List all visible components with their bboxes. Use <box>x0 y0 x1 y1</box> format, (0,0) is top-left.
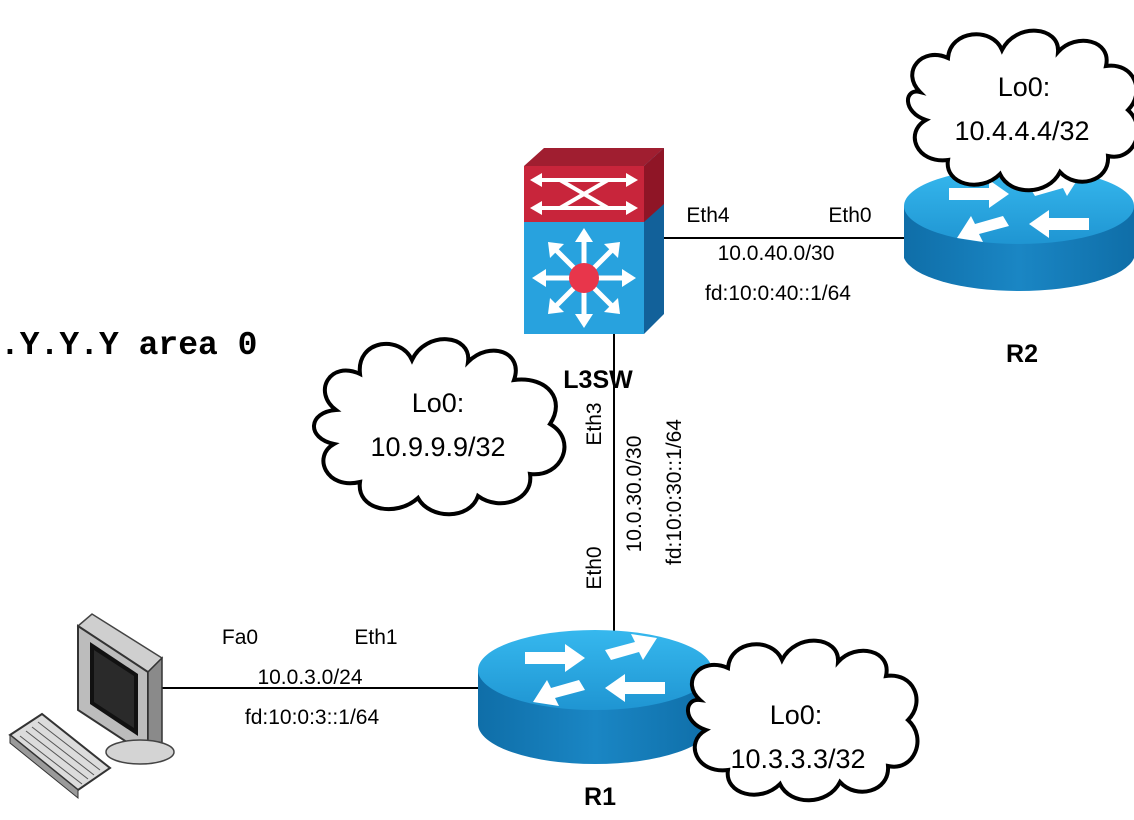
command-fragment: .Y.Y.Y area 0 <box>0 327 257 364</box>
pc-fa0-label: Fa0 <box>222 626 258 649</box>
r2-name: R2 <box>1006 340 1038 368</box>
cloud-icon-l3sw-loopback <box>312 337 567 517</box>
r1-loopback-ip: 10.3.3.3/32 <box>730 744 865 774</box>
cloud-icon-r1-loopback <box>686 638 920 803</box>
pc-icon <box>8 613 175 800</box>
l3sw-eth3-label: Eth3 <box>583 402 606 445</box>
l3sw-r1-ipv6: fd:10:0:30::1/64 <box>663 419 686 565</box>
pc-r1-ipv4: 10.0.3.0/24 <box>257 666 362 689</box>
r1-eth0-label: Eth0 <box>583 546 606 589</box>
r2-loopback-label: Lo0: <box>998 72 1051 102</box>
r1-eth1-label: Eth1 <box>354 626 397 649</box>
r1-name: R1 <box>584 783 616 811</box>
l3sw-loopback-label: Lo0: <box>412 388 465 418</box>
l3sw-r2-ipv4: 10.0.40.0/30 <box>718 242 835 265</box>
router-r1-icon <box>478 630 712 764</box>
r1-loopback-label: Lo0: <box>770 700 823 730</box>
l3sw-eth4-label: Eth4 <box>686 204 730 227</box>
r2-loopback-ip: 10.4.4.4/32 <box>954 116 1089 146</box>
l3sw-r1-ipv4: 10.0.30.0/30 <box>623 436 646 553</box>
pc-r1-ipv6: fd:10:0:3::1/64 <box>245 706 380 729</box>
l3sw-name: L3SW <box>563 366 633 394</box>
cloud-icon-r2-loopback <box>906 28 1134 193</box>
router-r2-icon <box>904 168 1134 292</box>
r2-eth0-label: Eth0 <box>828 204 871 227</box>
l3sw-loopback-ip: 10.9.9.9/32 <box>370 432 505 462</box>
l3sw-icon <box>524 148 664 334</box>
l3sw-r2-ipv6: fd:10:0:40::1/64 <box>705 282 851 305</box>
